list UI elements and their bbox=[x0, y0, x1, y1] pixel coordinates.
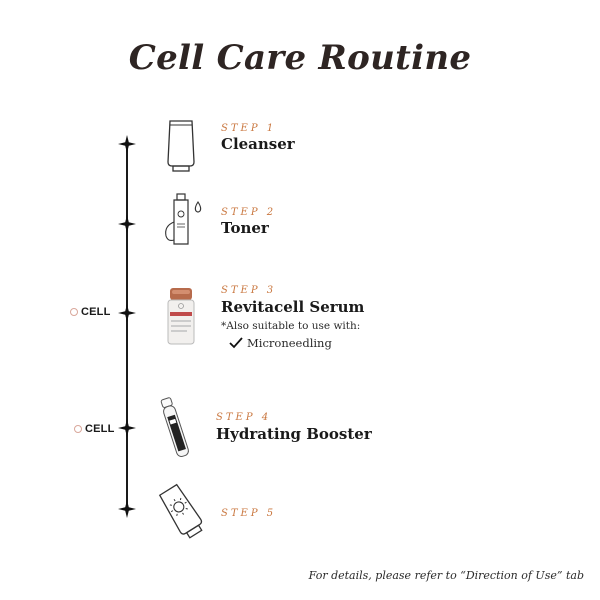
compatible-item-label: Microneedling bbox=[247, 336, 332, 350]
sunscreen-tube-icon bbox=[158, 483, 203, 539]
step-3-note: *Also suitable to use with: bbox=[221, 320, 361, 332]
step-2-name: Toner bbox=[221, 219, 269, 237]
brand-label: CELL bbox=[81, 306, 111, 318]
timeline-star-icon bbox=[118, 419, 136, 437]
compatible-item: Microneedling bbox=[229, 336, 332, 350]
step-5-label: STEP 5 bbox=[221, 508, 277, 519]
timeline-star-icon bbox=[118, 304, 136, 322]
brand-logo: CELL bbox=[74, 423, 115, 435]
checkmark-icon bbox=[229, 337, 243, 349]
step-1-label: STEP 1 bbox=[221, 123, 277, 134]
brand-dot-icon bbox=[70, 308, 78, 316]
step-3-label: STEP 3 bbox=[221, 285, 277, 296]
timeline-star-icon bbox=[118, 215, 136, 233]
step-4-name: Hydrating Booster bbox=[216, 425, 372, 443]
toner-bottle-icon bbox=[165, 193, 202, 245]
timeline-star-icon bbox=[118, 500, 136, 518]
step-4-label: STEP 4 bbox=[216, 412, 272, 423]
page-title: Cell Care Routine bbox=[128, 38, 472, 78]
brand-logo: CELL bbox=[70, 306, 111, 318]
brand-dot-icon bbox=[74, 425, 82, 433]
serum-vial-icon bbox=[167, 288, 195, 345]
brand-label: CELL bbox=[85, 423, 115, 435]
timeline-star-icon bbox=[118, 135, 136, 153]
timeline-line bbox=[126, 143, 128, 511]
cleanser-tube-icon bbox=[167, 120, 195, 172]
step-1-name: Cleanser bbox=[221, 135, 295, 153]
step-3-name: Revitacell Serum bbox=[221, 298, 365, 316]
step-2-label: STEP 2 bbox=[221, 207, 277, 218]
booster-ampoule-icon bbox=[160, 397, 189, 457]
footer-note: For details, please refer to “Direction … bbox=[308, 569, 584, 582]
